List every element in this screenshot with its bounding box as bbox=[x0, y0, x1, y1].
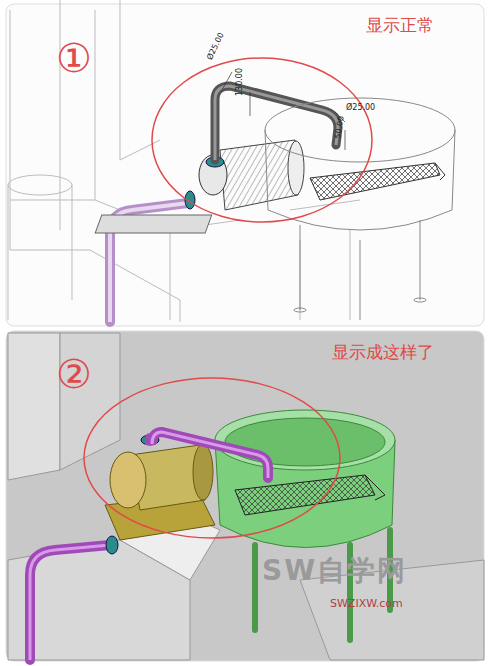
pump-base bbox=[95, 215, 212, 233]
panel-wrong bbox=[6, 331, 484, 661]
inlet-pipe bbox=[30, 545, 110, 660]
dimension-text: Ø25.00 bbox=[346, 104, 375, 113]
screen bbox=[235, 475, 375, 515]
tank bbox=[265, 98, 455, 320]
note-text: 显示正常 bbox=[366, 16, 434, 35]
panel-number: ② bbox=[56, 352, 92, 396]
watermark: SW自学网 bbox=[262, 556, 407, 587]
screen bbox=[310, 163, 440, 200]
outlet-pipe bbox=[150, 432, 268, 478]
highlight-ellipse bbox=[84, 378, 340, 538]
pump-motor bbox=[105, 435, 215, 554]
panel-normal bbox=[6, 0, 484, 326]
outlet-pipe bbox=[215, 86, 338, 160]
watermark: SWZIXW.com bbox=[330, 598, 403, 610]
motor bbox=[220, 140, 304, 210]
panel-number: ① bbox=[56, 36, 92, 80]
note-text: 显示成这样了 bbox=[332, 343, 434, 362]
highlight-ellipse bbox=[152, 58, 372, 222]
dimension-text: 130.00 bbox=[236, 68, 245, 96]
